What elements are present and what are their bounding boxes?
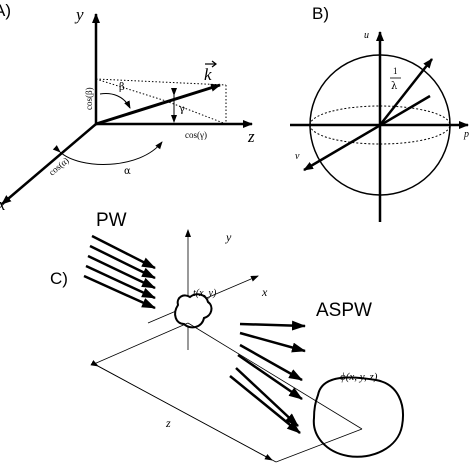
cos-beta-label: cos(β) (84, 87, 94, 110)
incident-arrow (91, 234, 156, 270)
fraction-numerator: 1 (393, 66, 398, 76)
scattered-arrow (235, 367, 299, 427)
cos-alpha-label: cos(α) (47, 155, 71, 177)
object-function-label: t(x, y) (193, 288, 217, 299)
x-axis-label: x (0, 195, 6, 214)
scattered-arrow (239, 320, 306, 331)
distance-label: z (165, 416, 171, 430)
gamma-label: γ (179, 104, 185, 115)
panel-a: A) y z x k β γ α cos(γ) cos(β) cos(α) (0, 1, 255, 214)
y-axis-label: y (74, 5, 84, 24)
beta-arc (99, 93, 131, 109)
aspw-label: ASPW (316, 300, 372, 321)
incident-arrow (89, 244, 156, 280)
scattered-waves (229, 320, 306, 434)
incident-arrow (87, 254, 156, 290)
panel-b-label: B) (312, 4, 329, 23)
v-axis-label: v (295, 151, 300, 162)
incident-arrow (85, 264, 156, 300)
u-axis-label: u (364, 30, 369, 41)
fraction-denominator: λ (391, 81, 398, 92)
alpha-arc (52, 141, 163, 165)
k-vector (95, 83, 221, 126)
k-vector-arrow-accent-head (211, 60, 217, 68)
z-axis-label: z (247, 127, 255, 146)
radius-vector (379, 58, 433, 126)
panel-b: B) u v p 1 λ (290, 4, 469, 222)
scattered-arrow (239, 331, 306, 353)
x-axis (1, 123, 97, 205)
alpha-label: α (124, 166, 131, 177)
incident-plane-waves (83, 234, 156, 310)
panel-a-label: A) (0, 1, 11, 20)
p-axis-label: p (463, 129, 469, 140)
cos-gamma-label: cos(γ) (185, 130, 207, 140)
panel-c-label: C) (50, 269, 68, 288)
panel-c: C) PW ASPW y x t(x, y) (50, 210, 404, 463)
observation-region (312, 376, 404, 458)
distance-arrow (90, 360, 273, 461)
incident-arrow (83, 274, 156, 310)
object-shape (174, 293, 213, 329)
k-vector-label: k (204, 65, 212, 84)
v-axis (303, 94, 431, 172)
object-x-label: x (261, 285, 268, 299)
object-y-label: y (225, 230, 232, 244)
field-function-label: ϕ(x, y, z) (340, 371, 378, 383)
pw-label: PW (96, 210, 127, 231)
beta-label: β (119, 82, 125, 93)
